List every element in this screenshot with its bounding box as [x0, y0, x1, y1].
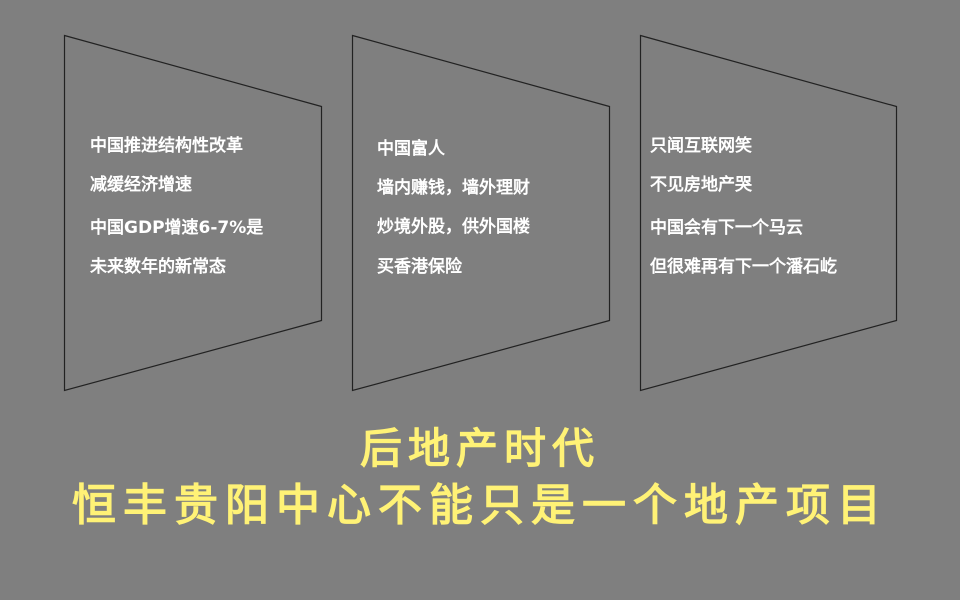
- panel-2-line-3: 炒境外股，供外国楼: [377, 217, 530, 237]
- headline-title: 后地产时代: [359, 424, 600, 473]
- trapezoid-frame-3: [639, 34, 898, 392]
- panel-1-line-3: 中国GDP增速6-7%是: [90, 218, 264, 238]
- panel-2-line-2: 墙内赚钱，墙外理财: [377, 178, 530, 198]
- panel-3-line-4: 但很难再有下一个潘石屹: [650, 257, 837, 277]
- panel-3-line-2: 不见房地产哭: [650, 175, 752, 195]
- trapezoid-frame-1: [63, 34, 323, 392]
- trapezoid-frame-2: [351, 34, 611, 392]
- panel-1-line-4: 未来数年的新常态: [90, 257, 226, 277]
- panel-3-line-1: 只闻互联网笑: [650, 136, 752, 156]
- panel-2-line-4: 买香港保险: [377, 257, 462, 277]
- panel-2-line-1: 中国富人: [377, 139, 445, 159]
- headline-subtitle: 恒丰贵阳中心不能只是一个地产项目: [72, 480, 888, 531]
- panel-1-line-1: 中国推进结构性改革: [90, 136, 243, 156]
- panel-1-line-2: 减缓经济增速: [90, 175, 192, 195]
- panel-3-line-3: 中国会有下一个马云: [650, 218, 803, 238]
